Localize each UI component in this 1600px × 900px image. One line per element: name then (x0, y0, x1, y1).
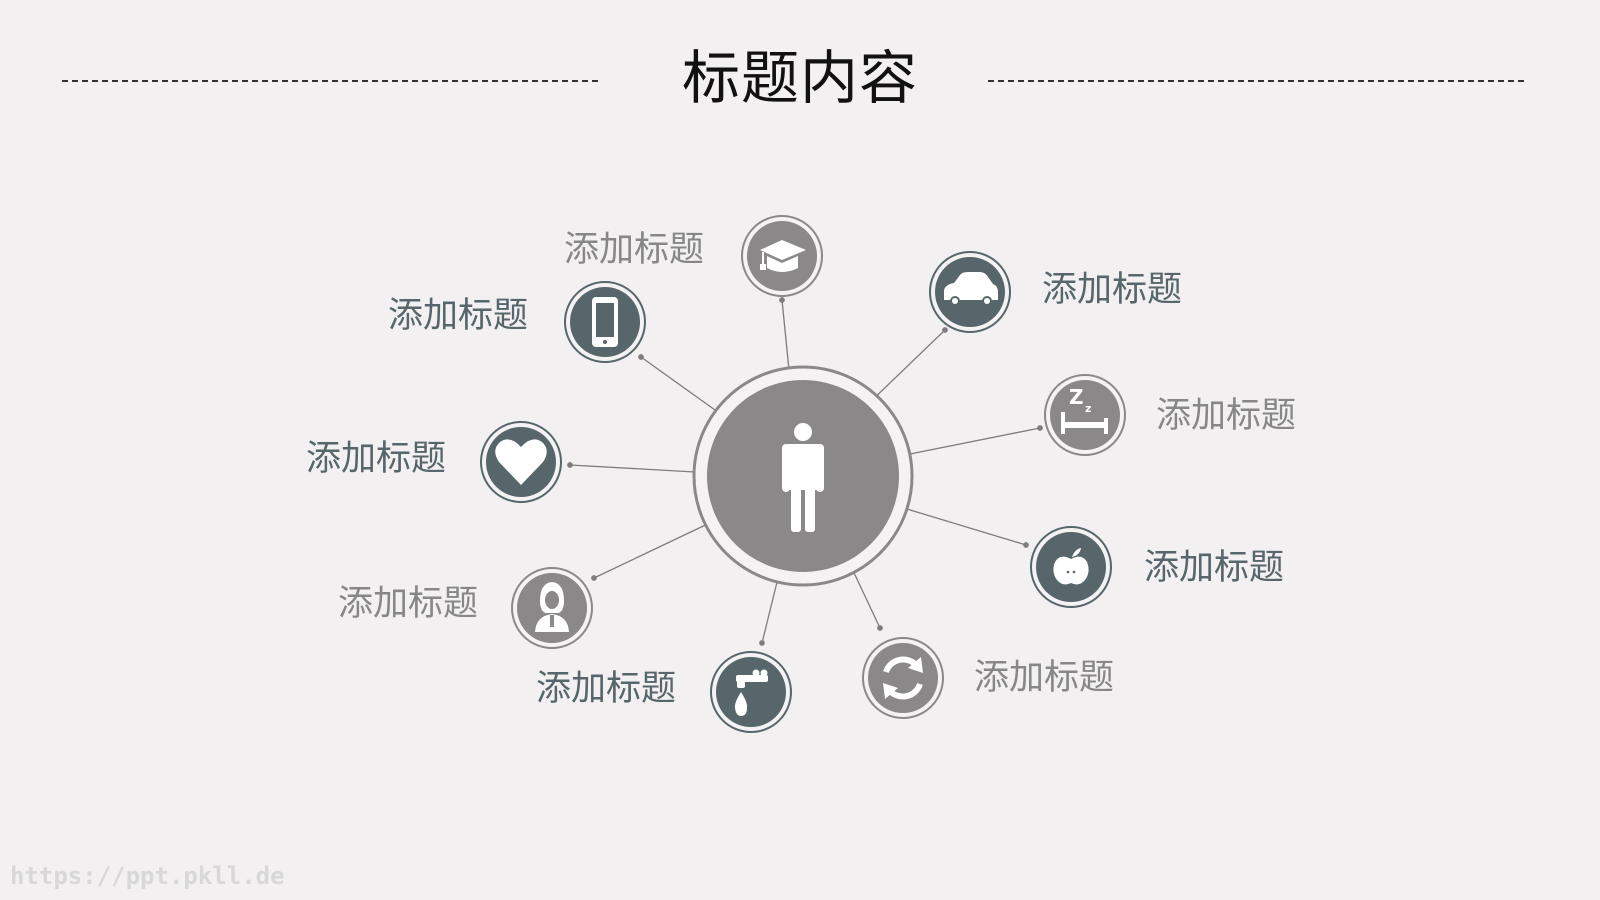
water-tap-icon (734, 669, 768, 716)
connector-dot (942, 327, 948, 333)
connector-dot (1037, 425, 1043, 431)
connector-line (899, 427, 1041, 457)
svg-text:Z: Z (1069, 385, 1084, 409)
node-label-woman: 添加标题 (338, 584, 479, 624)
sleep-bed-icon: Z z (1061, 385, 1108, 434)
svg-text:z: z (1085, 402, 1091, 415)
title-divider-left (62, 80, 598, 82)
connector-dot (638, 354, 644, 360)
connector-line (865, 329, 946, 407)
node-water-tap (710, 651, 792, 733)
node-sleep: Z z (1044, 374, 1126, 456)
node-heart (480, 421, 562, 503)
car-icon (944, 272, 998, 306)
node-label-car: 添加标题 (1042, 270, 1183, 310)
apple-icon (1053, 548, 1089, 585)
connector-dot (779, 297, 785, 303)
node-smartphone (564, 281, 646, 363)
node-label-graduation: 添加标题 (564, 230, 705, 270)
node-label-sleep: 添加标题 (1156, 396, 1297, 436)
connector-dot (591, 575, 597, 581)
node-label-water: 添加标题 (536, 669, 677, 709)
node-label-smartphone: 添加标题 (388, 296, 529, 336)
connector-dot (1023, 542, 1029, 548)
node-label-refresh: 添加标题 (974, 658, 1115, 698)
smartphone-icon (592, 297, 618, 347)
center-hub (692, 365, 914, 587)
connector-line (593, 519, 717, 579)
person-icon (782, 423, 824, 532)
node-car (929, 251, 1011, 333)
heart-icon (495, 439, 547, 485)
woman-icon (535, 582, 569, 632)
node-label-apple: 添加标题 (1144, 548, 1285, 588)
node-label-heart: 添加标题 (306, 439, 447, 479)
graduation-cap-icon (760, 240, 806, 272)
slide-title: 标题内容 (681, 44, 918, 112)
connector-dot (877, 625, 883, 631)
connector-dot (759, 640, 765, 646)
connector-dot (567, 462, 573, 468)
connector-line (896, 505, 1027, 546)
node-apple (1030, 526, 1112, 608)
node-woman (511, 567, 593, 649)
connector-line (569, 464, 696, 473)
watermark-text: https://ppt.pkll.de (10, 862, 285, 890)
connector-line (640, 356, 723, 416)
node-refresh (862, 637, 944, 719)
title-divider-right (988, 80, 1524, 82)
node-graduation-cap (741, 215, 823, 297)
